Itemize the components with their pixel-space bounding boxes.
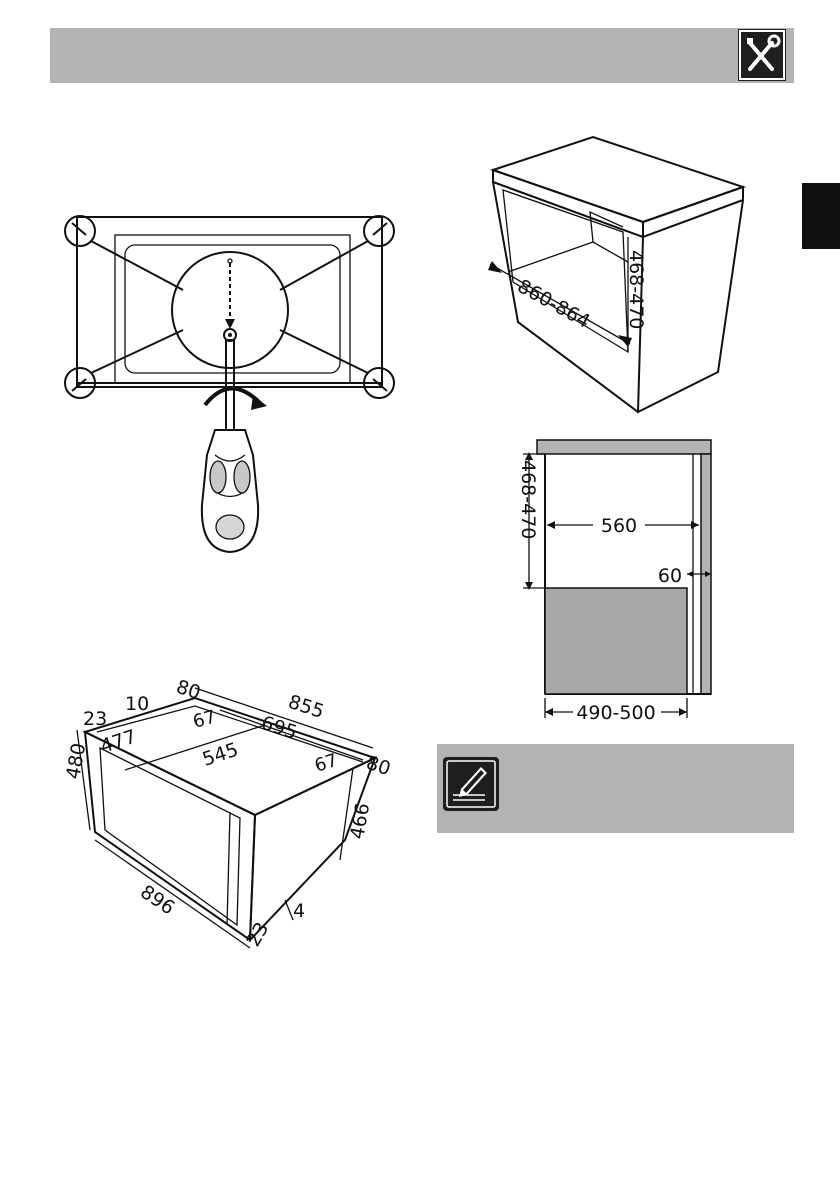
fixing-screw-diagram xyxy=(55,205,415,565)
appliance-block xyxy=(545,588,687,694)
language-tab xyxy=(802,183,840,249)
dim-695: 695 xyxy=(258,712,299,744)
cabinet-opening-diagram: 860-864 468-470 xyxy=(478,132,768,422)
appliance-depth-label: 490-500 xyxy=(576,702,655,721)
header-bar xyxy=(50,28,794,83)
corner-screw-tl xyxy=(65,216,95,246)
dim-466: 466 xyxy=(346,801,374,841)
section-height-label: 468-470 xyxy=(517,460,539,539)
cabinet-height-label: 468-470 xyxy=(625,250,647,329)
corner-screw-tr xyxy=(364,216,394,246)
rotate-arrow-icon xyxy=(205,388,260,405)
dim-4: 4 xyxy=(293,900,305,922)
screwdriver-icon xyxy=(202,340,258,552)
wrench-screwdriver-icon xyxy=(738,29,786,81)
appliance-dimensions-diagram: 23 10 80 855 477 67 695 545 67 80 480 46… xyxy=(55,670,400,960)
dim-10: 10 xyxy=(125,693,149,715)
dim-480: 480 xyxy=(62,741,90,781)
note-box xyxy=(437,744,794,833)
rear-gap-label: 60 xyxy=(658,565,682,587)
dim-23-top: 23 xyxy=(83,708,107,730)
pencil-note-icon xyxy=(441,755,501,813)
cabinet-section-diagram: 468-470 560 60 490-500 xyxy=(515,436,720,721)
depth-inner-label: 560 xyxy=(601,515,637,537)
dim-67-left: 67 xyxy=(191,706,219,733)
dim-855: 855 xyxy=(285,691,326,723)
dim-67-right: 67 xyxy=(312,750,340,777)
cabinet-width-label: 860-864 xyxy=(514,275,594,333)
magnifier-circle xyxy=(172,252,288,368)
